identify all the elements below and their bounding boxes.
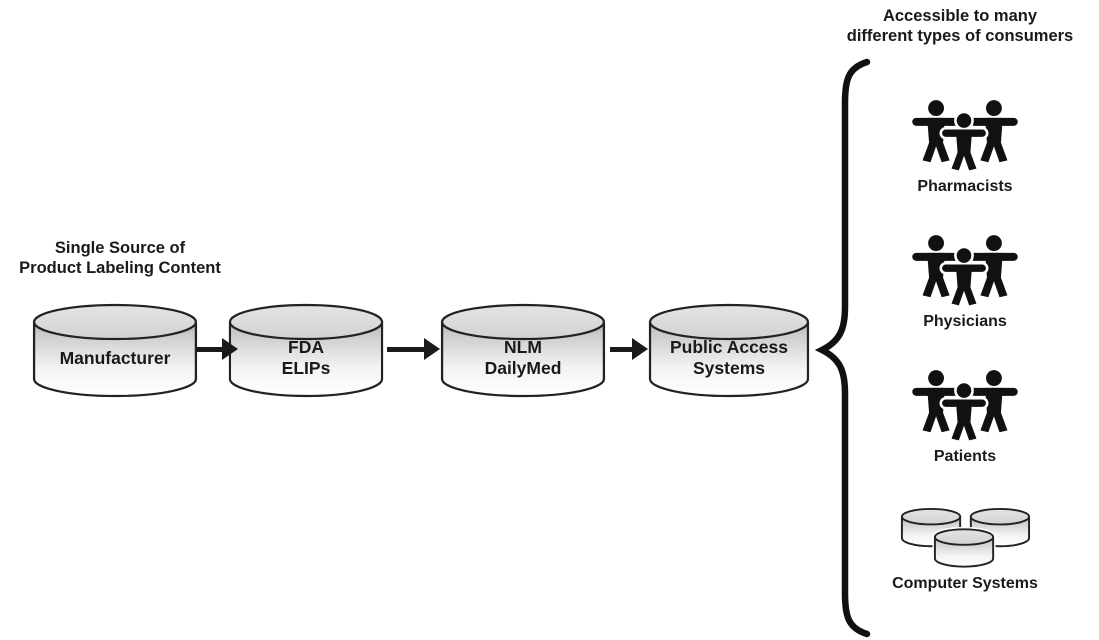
flow-node-label: Public Access Systems	[669, 337, 789, 378]
consumer-label: Pharmacists	[917, 178, 1013, 195]
consumer-group-pharmacists: Pharmacists	[861, 100, 1069, 196]
flow-node-manufacturer: Manufacturer	[32, 303, 198, 398]
consumer-label: Physicians	[923, 313, 1007, 330]
consumer-label: Computer Systems	[892, 575, 1038, 592]
flow-node-nlm-dailymed: NLM DailyMed	[440, 303, 606, 398]
arrow-right-icon	[387, 338, 440, 360]
arrow-right-icon	[610, 338, 648, 360]
flow-node-public-access-systems: Public Access Systems	[648, 303, 810, 398]
consumer-group-physicians: Physicians	[861, 235, 1069, 331]
flow-node-label: NLM DailyMed	[484, 337, 562, 378]
flow-node-fda-elips: FDA ELIPs	[228, 303, 384, 398]
arrow-right-icon	[196, 338, 238, 360]
flow-node-label: Manufacturer	[59, 347, 171, 368]
people-group-icon	[912, 370, 1018, 445]
database-stack-icon	[900, 507, 1031, 572]
curly-brace-icon	[815, 58, 871, 638]
database-cylinder-icon	[440, 303, 606, 398]
people-group-icon	[912, 100, 1018, 175]
source-annotation: Single Source of Product Labeling Conten…	[19, 239, 221, 277]
consumers-annotation: Accessible to many different types of co…	[846, 7, 1074, 45]
consumer-group-computer-systems: Computer Systems	[861, 506, 1069, 593]
database-cylinder-icon	[32, 303, 198, 398]
database-cylinder-icon	[228, 303, 384, 398]
database-cylinder-icon	[648, 303, 810, 398]
people-group-icon	[912, 235, 1018, 310]
flow-node-label: FDA ELIPs	[281, 337, 331, 378]
consumer-label: Patients	[933, 448, 997, 465]
consumer-group-patients: Patients	[861, 370, 1069, 466]
